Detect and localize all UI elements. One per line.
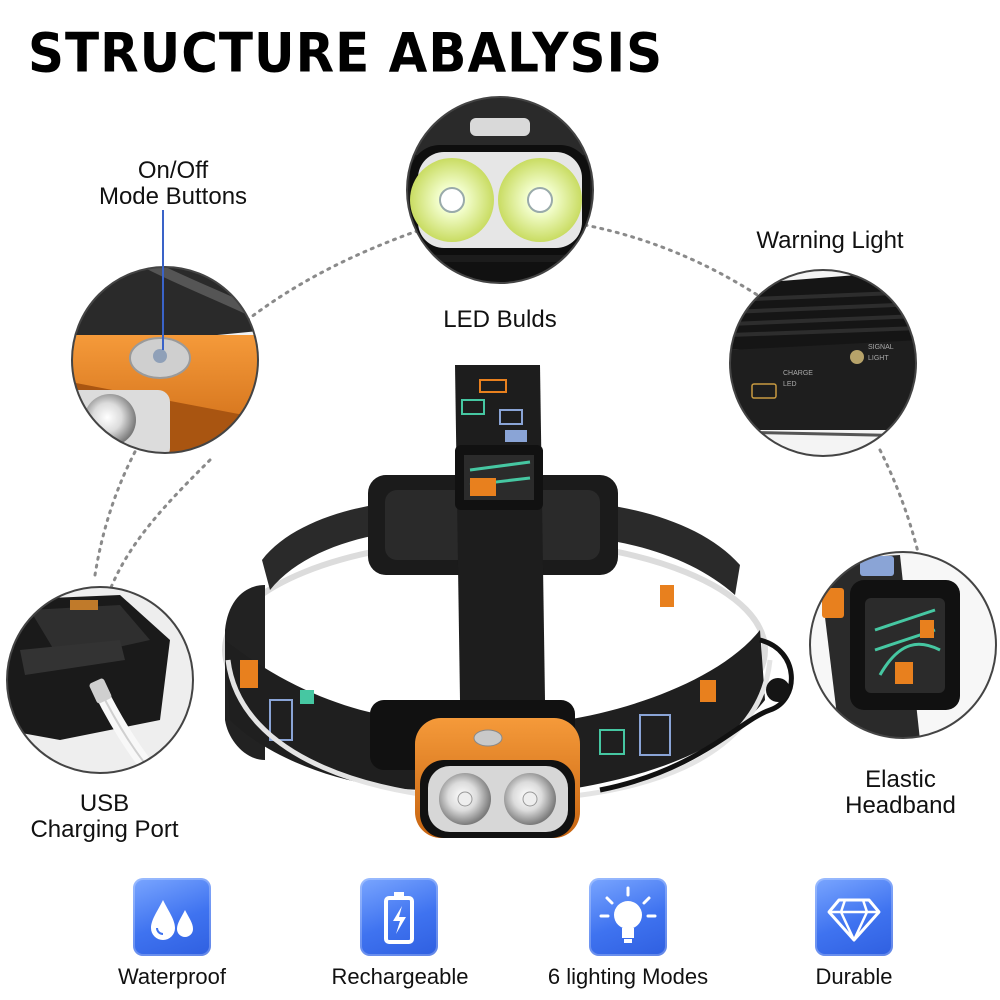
label-usb-line1: USB: [79, 790, 130, 817]
zoom-buttons: [72, 267, 258, 453]
charge-mark-2: LED: [783, 381, 797, 388]
label-usb-line2: Charging Port: [30, 816, 179, 843]
light-bulb-icon: [589, 878, 667, 956]
zoom-usb: [7, 587, 193, 773]
label-on-off-line1: On/Off: [137, 157, 209, 184]
label-usb-port: USB Charging Port: [12, 791, 197, 843]
zoom-band: [810, 552, 996, 738]
label-band-line1: Elastic: [865, 766, 936, 793]
zoom-leds: [407, 97, 593, 283]
label-warning-light: Warning Light: [756, 227, 904, 254]
label-led-bulbs: LED Bulds: [443, 306, 557, 333]
page-title: STRUCTURE ABALYSIS: [28, 22, 664, 85]
signal-mark-1: SIGNAL: [868, 344, 894, 351]
dotted-connector-lower: [108, 458, 212, 592]
headlamp-main: [222, 365, 794, 838]
label-elastic-headband: Elastic Headband: [828, 767, 973, 819]
feature-rechargeable-label: Rechargeable: [331, 964, 469, 989]
feature-lighting-modes-label: 6 lighting Modes: [547, 964, 709, 989]
dotted-connector-arc: [93, 223, 922, 577]
feature-waterproof-label: Waterproof: [117, 964, 226, 989]
label-on-off-buttons: On/Off Mode Buttons: [88, 158, 258, 210]
label-on-off-line2: Mode Buttons: [98, 183, 248, 210]
zoom-warning: [730, 270, 916, 456]
label-band-line2: Headband: [845, 792, 956, 819]
diamond-icon: [815, 878, 893, 956]
signal-mark-2: LIGHT: [868, 355, 889, 362]
battery-charge-icon: [360, 878, 438, 956]
charge-mark-1: CHARGE: [783, 370, 813, 377]
water-drops-icon: [133, 878, 211, 956]
feature-durable-label: Durable: [815, 964, 893, 989]
